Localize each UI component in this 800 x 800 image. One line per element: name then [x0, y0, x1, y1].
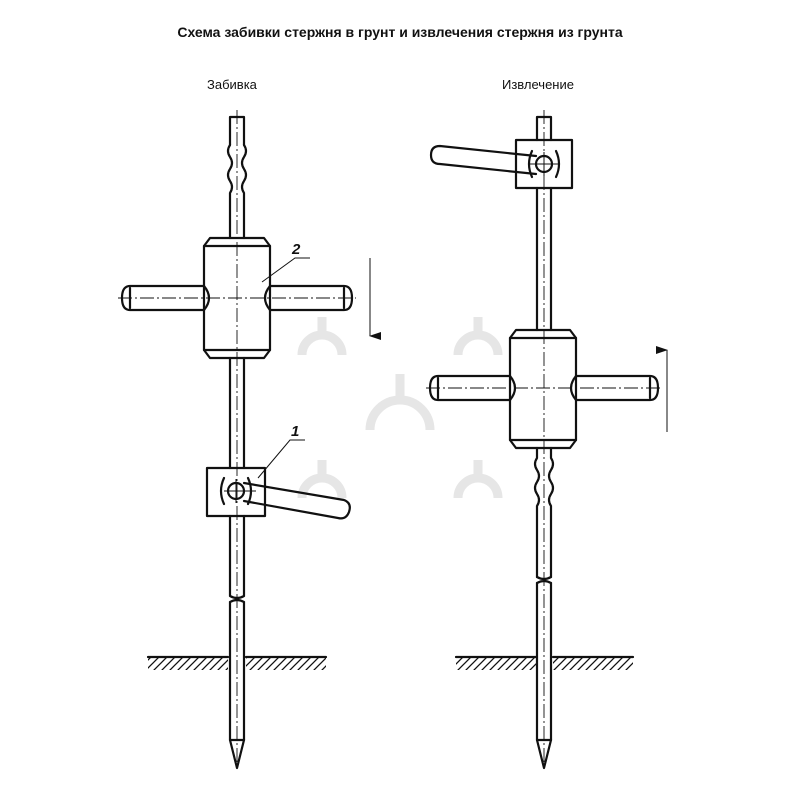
caption-extraction: Извлечение: [502, 77, 574, 92]
caption-driving: Забивка: [207, 77, 257, 92]
callout-1: 1: [291, 423, 299, 440]
driving-weight: [118, 236, 356, 360]
rod-lower-right: [533, 446, 555, 770]
rod-middle: [228, 356, 246, 470]
callout-2: 2: [291, 241, 301, 258]
callout-leader-1: [257, 439, 305, 479]
clamp-with-handle: [205, 466, 351, 520]
watermark-icons: [297, 317, 503, 499]
callout-leader-2: [261, 257, 310, 283]
rod-middle-right: [535, 186, 553, 332]
extraction-weight: [426, 328, 662, 450]
rod-upper: [226, 115, 248, 240]
ground-right: [454, 655, 635, 670]
figure-title: Схема забивки стержня в грунт и извлечен…: [177, 24, 623, 40]
ground-left: [146, 655, 328, 670]
driving-assembly: 2 1: [118, 110, 381, 770]
clamp-with-handle-right: [429, 138, 574, 190]
extraction-assembly: [426, 110, 668, 770]
